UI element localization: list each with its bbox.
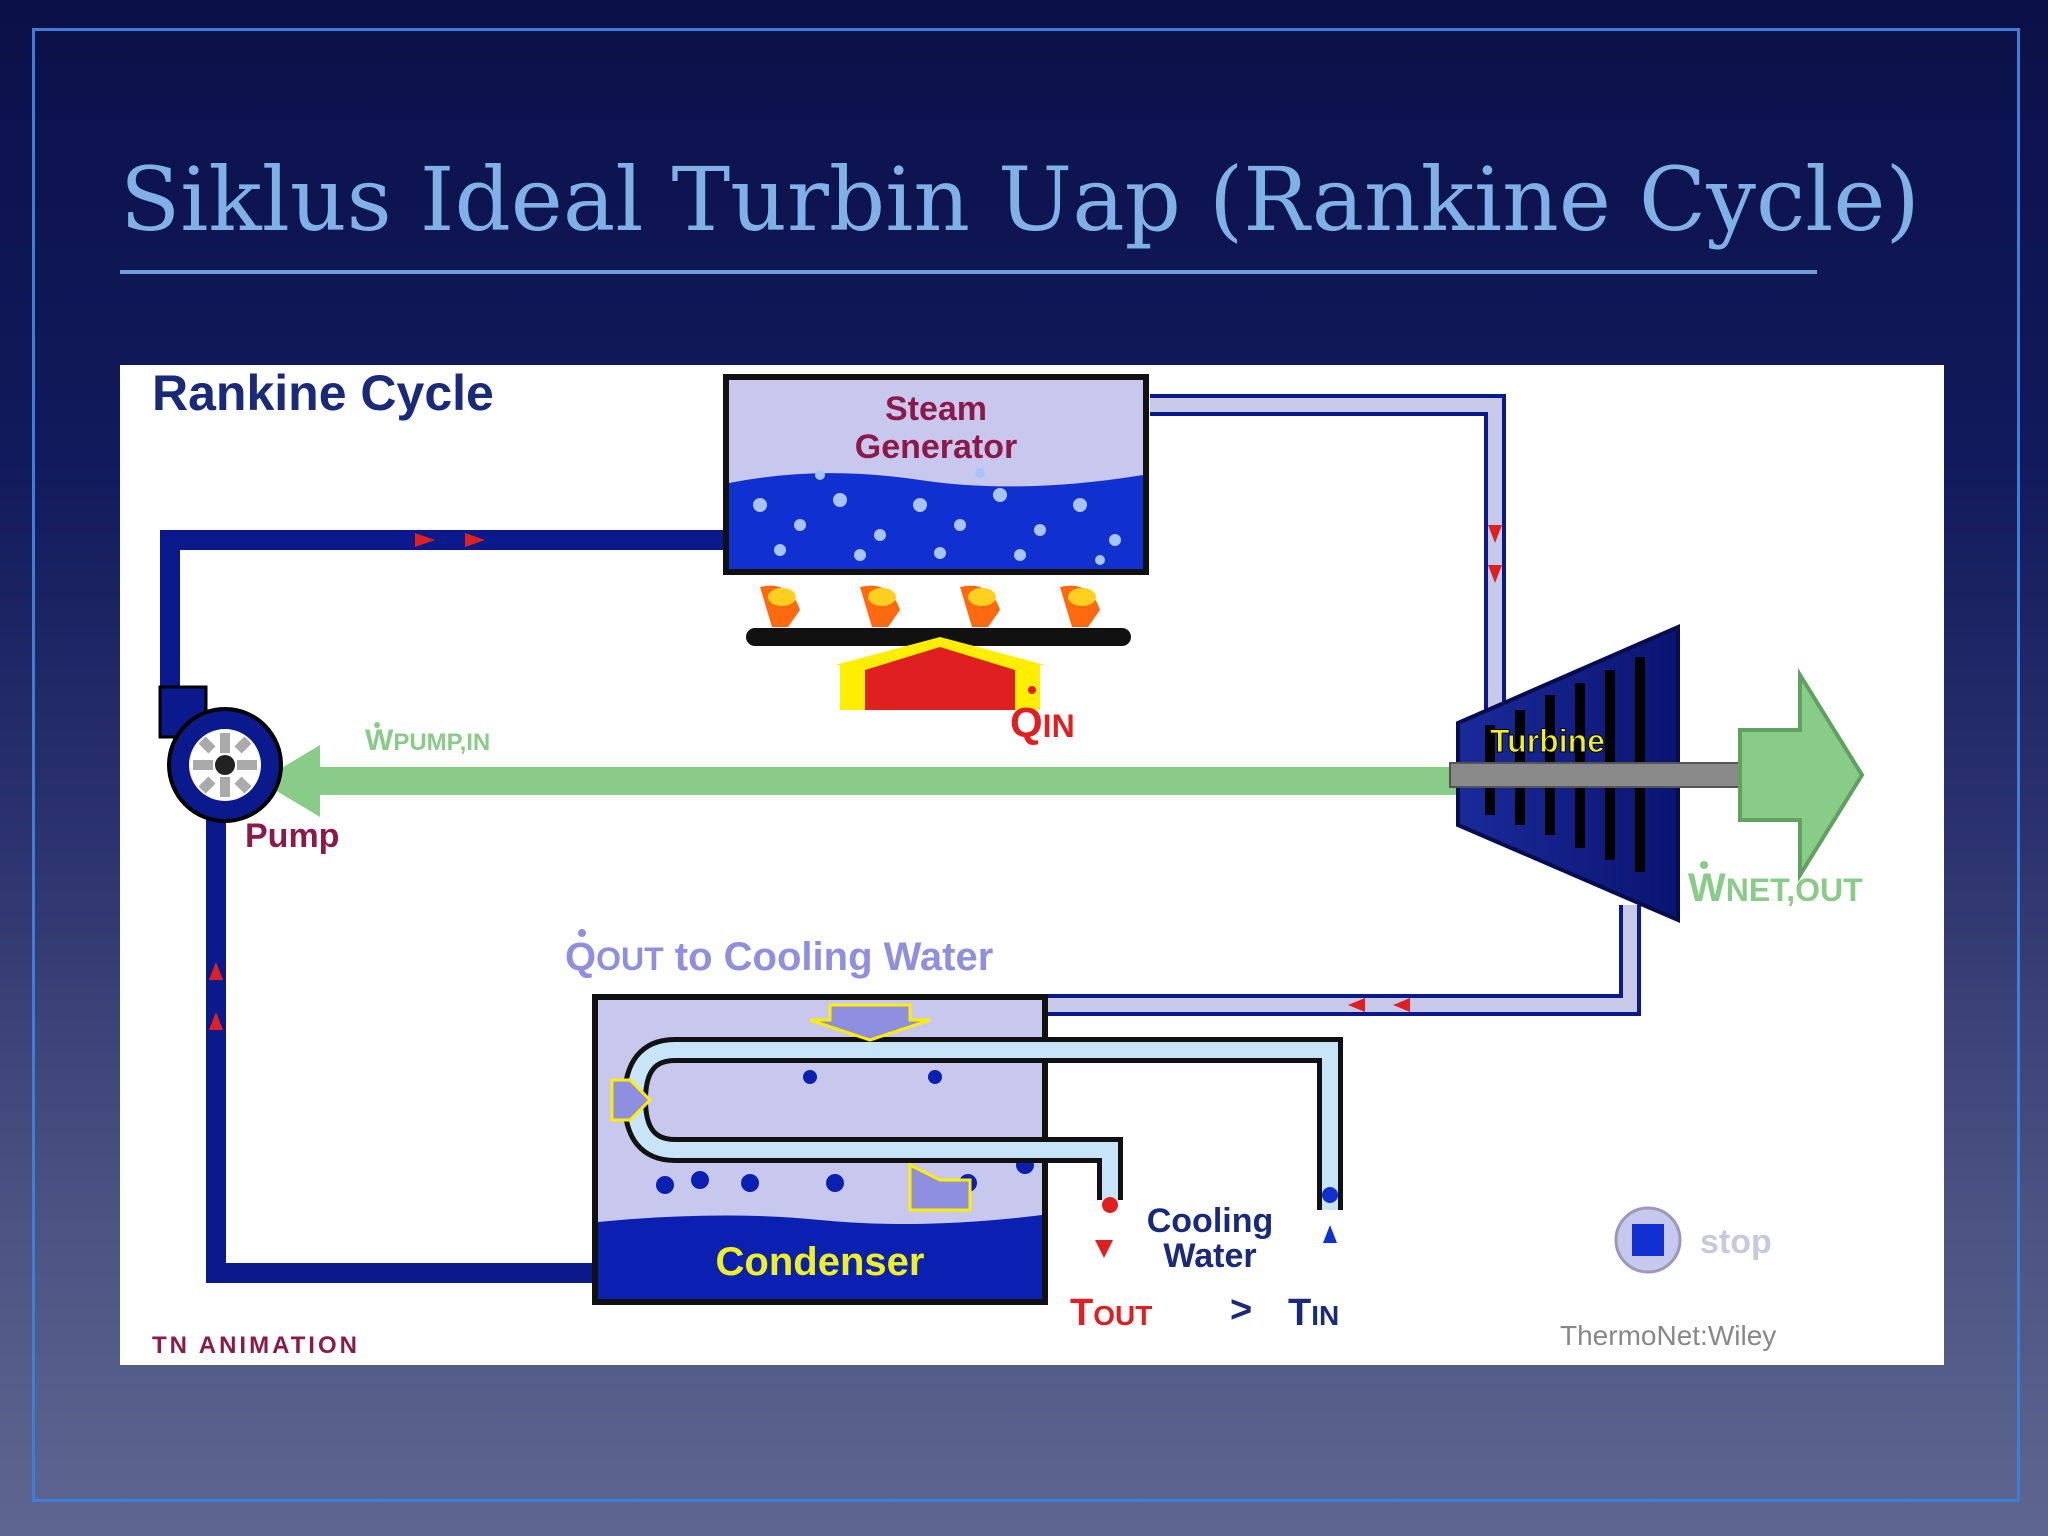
pipe-pump-to-generator	[160, 530, 730, 705]
condenser: Condenser	[592, 994, 1343, 1305]
cooling-water-label-line2: Water	[1163, 1237, 1256, 1275]
t-out-label: TOUT	[1070, 1292, 1152, 1334]
cooling-water-flow-icon	[1095, 1225, 1337, 1258]
w-net-out-label: WNET,OUT	[1688, 866, 1863, 910]
pump-icon	[158, 685, 283, 823]
slide-frame	[32, 28, 2020, 1502]
credit-left: TN ANIMATION	[152, 1332, 360, 1359]
condenser-label: Condenser	[716, 1240, 925, 1284]
diagram-heading: Rankine Cycle	[152, 365, 494, 421]
w-pump-in-label: WPUMP,IN	[365, 724, 490, 757]
heat-arrow-icon	[835, 637, 1045, 710]
pump-label: Pump	[245, 817, 339, 855]
q-out-dot	[578, 929, 586, 937]
t-in-label: TIN	[1288, 1292, 1339, 1334]
slide-title: Siklus Ideal Turbin Uap (Rankine Cycle)	[120, 148, 1920, 251]
cooling-water-label-line1: Cooling	[1147, 1202, 1274, 1240]
pipe-turbine-to-condenser	[1045, 905, 1641, 1016]
pump-work-arrow	[260, 745, 1590, 817]
turbine-label: Turbine	[1490, 723, 1605, 759]
pipe-condenser-to-pump	[206, 795, 595, 1283]
flame-icon	[746, 585, 1131, 646]
steam-generator-label-line2: Generator	[855, 428, 1018, 466]
temperature-comparison: >	[1230, 1289, 1252, 1331]
q-in-label: QIN	[1010, 699, 1075, 746]
stop-icon	[1632, 1224, 1664, 1256]
credit-right: ThermoNet:Wiley	[1560, 1320, 1776, 1351]
w-net-out-dot	[1700, 861, 1708, 869]
w-pump-in-dot	[374, 722, 380, 728]
q-out-label: QOUT to Cooling Water	[565, 935, 993, 979]
q-in-dot	[1028, 686, 1036, 694]
rankine-diagram: Rankine Cycle Steam	[152, 365, 1865, 1359]
turbine: Turbine	[1449, 623, 1771, 924]
w-net-out-arrow	[1738, 667, 1865, 883]
pipe-generator-to-turbine	[1150, 394, 1506, 720]
stop-label: stop	[1700, 1223, 1772, 1261]
flow-arrow-icon	[209, 525, 1502, 1030]
steam-generator-label-line1: Steam	[885, 390, 987, 428]
stop-button[interactable]: stop	[1614, 1206, 1772, 1274]
title-underline	[120, 270, 1817, 274]
steam-generator: Steam Generator	[723, 374, 1149, 575]
rankine-diagram-panel: Rankine Cycle Steam	[120, 365, 1944, 1365]
